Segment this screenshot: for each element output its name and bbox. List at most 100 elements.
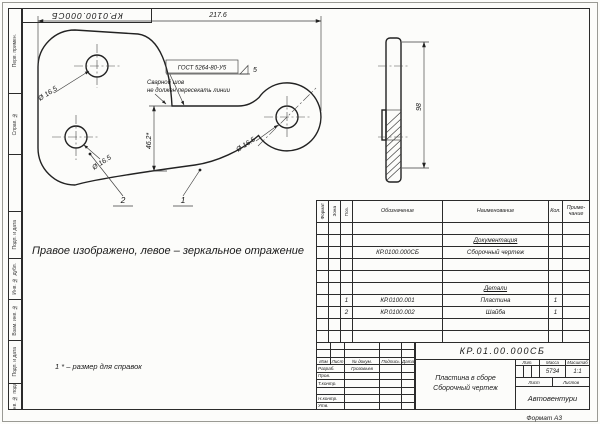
spec-cell xyxy=(549,235,563,247)
spec-cell xyxy=(329,283,341,295)
tb-header-date: Дата xyxy=(402,357,415,366)
tb-cell xyxy=(402,395,415,403)
tb-cell xyxy=(345,343,380,351)
spec-cell xyxy=(549,223,563,235)
spec-cell: 1 xyxy=(549,307,563,319)
tb-cell xyxy=(380,387,402,396)
weld-callout: ГОСТ 5264-80-У5 5 Сварной шов не должен … xyxy=(147,59,257,106)
spec-cell xyxy=(353,235,443,247)
spec-cell xyxy=(341,247,353,259)
spec-cell xyxy=(563,271,589,283)
spec-cell xyxy=(329,223,341,235)
spec-cell: Шайба xyxy=(443,307,549,319)
tb-cell xyxy=(402,372,415,381)
spec-cell xyxy=(563,319,589,331)
tb-header-lit: Лит. xyxy=(516,359,540,366)
dim-side-height-label: 98 xyxy=(416,103,423,111)
spec-cell xyxy=(329,271,341,283)
tb-header-scale: Масштаб xyxy=(566,359,589,366)
spec-cell xyxy=(341,319,353,331)
weld-gost-label: ГОСТ 5264-80-У5 xyxy=(178,66,227,72)
spec-cell xyxy=(353,223,443,235)
spec-cell xyxy=(317,307,329,319)
spec-header-qty: Кол. xyxy=(549,201,563,223)
weld-flag-icon xyxy=(239,64,249,75)
tb-razrab-name: Грозовьев xyxy=(345,365,380,373)
spec-cell xyxy=(317,247,329,259)
spec-cell: КР.0100.002 xyxy=(353,307,443,319)
dia-right-label: Ø 16.5 xyxy=(234,136,256,154)
format-note: Формат А3 xyxy=(526,415,562,422)
margin-stamp: Подп. и дата xyxy=(9,341,21,384)
spec-header-note-line1: Приме- xyxy=(566,204,586,211)
margin-stamp: Инв. № дубл. xyxy=(9,259,21,300)
spec-cell xyxy=(353,271,443,283)
spec-cell xyxy=(563,307,589,319)
spec-cell xyxy=(341,283,353,295)
margin-stamp: Взам. инв. № xyxy=(9,300,21,341)
dim-width: 217.6 xyxy=(37,12,322,111)
tb-sheet-label: Лист xyxy=(516,378,553,387)
tb-lit-cell xyxy=(524,366,532,378)
weld-note-line2: не должен пересекать линии xyxy=(147,88,231,94)
tb-cell xyxy=(402,387,415,396)
tb-cell xyxy=(380,343,402,351)
tb-cell xyxy=(317,350,331,358)
spec-cell xyxy=(329,247,341,259)
tb-label-prov: Пров. xyxy=(317,372,345,381)
front-view xyxy=(37,29,322,186)
tb-cell xyxy=(402,343,415,351)
tb-cell xyxy=(402,365,415,373)
side-view xyxy=(378,37,408,183)
spec-cell xyxy=(353,259,443,271)
balloon-1-label: 1 xyxy=(181,195,186,205)
weld-box xyxy=(165,59,239,74)
spec-section-header: Детали xyxy=(443,283,549,295)
spec-header-name: Наименование xyxy=(443,201,549,223)
spec-cell xyxy=(341,259,353,271)
tb-sheets-label: Листов xyxy=(553,378,589,387)
tb-scale-value: 1:1 xyxy=(566,366,589,378)
tb-cell xyxy=(317,343,331,351)
title-block: Изм Лист № докум. Подпись Дата Разраб. Г… xyxy=(316,342,590,410)
weld-size-label: 5 xyxy=(253,67,257,74)
tb-cell xyxy=(380,395,402,403)
spec-cell xyxy=(443,319,549,331)
tb-mass-value: 5734 xyxy=(540,366,566,378)
tb-label-tkontr: Т.контр. xyxy=(317,380,345,388)
spec-cell xyxy=(329,319,341,331)
spec-cell xyxy=(329,259,341,271)
tb-designation: КР.01.00.000СБ xyxy=(416,343,589,360)
tb-cell xyxy=(402,402,415,410)
spec-cell: 1 xyxy=(549,295,563,307)
hatching xyxy=(385,111,402,182)
tb-cell xyxy=(345,395,380,403)
spec-cell xyxy=(563,235,589,247)
margin-stamp-spacer xyxy=(9,155,21,212)
dim-waist: 46.2* xyxy=(146,105,172,172)
tb-stats: Лит. Масса Масштаб 5734 1:1 Лист Листов … xyxy=(516,359,589,409)
plate-outline xyxy=(37,29,322,186)
balloon-1-dot xyxy=(198,168,202,172)
title-block-signatures: Изм Лист № докум. Подпись Дата Разраб. Г… xyxy=(317,343,416,410)
tb-header-izm: Изм xyxy=(317,357,331,366)
tb-lit-cell xyxy=(532,366,540,378)
dim-waist-label: 46.2* xyxy=(146,133,153,150)
tb-cell xyxy=(317,387,345,396)
spec-cell: Пластина xyxy=(443,295,549,307)
tb-cell xyxy=(345,402,380,410)
side-view-washer xyxy=(381,109,387,141)
spec-header-zone: Зона xyxy=(329,201,341,223)
spec-cell xyxy=(549,319,563,331)
tb-cell xyxy=(331,350,345,358)
tb-cell xyxy=(331,343,345,351)
spec-cell xyxy=(341,223,353,235)
tb-header-doc: № докум. xyxy=(345,357,380,366)
tb-label-razrab: Разраб. xyxy=(317,365,345,373)
spec-cell xyxy=(549,271,563,283)
spec-cell xyxy=(549,259,563,271)
margin-stamp: Подп. и дата xyxy=(9,212,21,259)
dim-side-height: 98 xyxy=(402,41,429,169)
spec-cell xyxy=(317,283,329,295)
